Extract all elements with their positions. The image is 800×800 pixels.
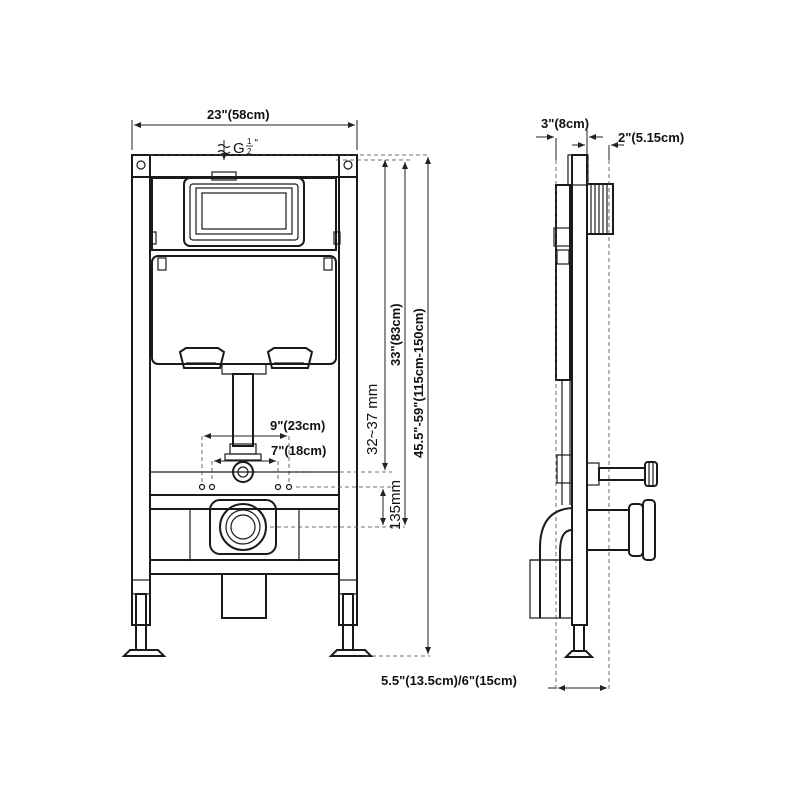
inlet-fraction-den: 2	[247, 147, 252, 156]
mounting-bolts	[198, 483, 293, 491]
inlet-fraction-num: 1	[247, 137, 252, 146]
tank-supports	[178, 347, 314, 375]
inlet-label: G	[233, 140, 245, 157]
spacing-inner-label: 7"(18cm)	[271, 443, 326, 458]
width-dimension	[131, 120, 358, 150]
side-view: 3"(8cm) 2"(5.15cm)	[381, 116, 684, 691]
spacing-outer-label: 9"(23cm)	[270, 418, 325, 433]
inlet-inch-mark: ″	[254, 138, 258, 149]
frame-depth-label: 3"(8cm)	[541, 116, 589, 131]
side-flush-connector	[556, 454, 658, 487]
front-view: G 1 2 ″	[121, 107, 431, 657]
flush-range-label: 32~37 mm	[364, 384, 381, 455]
front-legs	[121, 579, 374, 657]
plate-depth-label: 2"(5.15cm)	[618, 130, 684, 145]
side-drain-elbow	[529, 499, 656, 619]
cistern-tank	[149, 177, 341, 365]
bottom-depth-label: 5.5"(13.5cm)/6"(15cm)	[381, 673, 517, 688]
drain-outlet	[209, 499, 277, 619]
mount-hole-icon	[343, 160, 353, 170]
tank-height-label: 33"(83cm)	[388, 303, 403, 366]
width-total-label: 23"(58cm)	[207, 107, 270, 122]
spacing-outer-dimension	[201, 433, 290, 482]
mount-hole-icon	[136, 160, 146, 170]
flush-pipe	[224, 373, 262, 483]
threaded-plate-icon	[586, 183, 614, 235]
water-inlet-arrow-icon	[217, 140, 231, 160]
total-height-label: 45.5"-59"(115cm-150cm)	[411, 308, 426, 458]
drop-135-label: 135mm	[387, 480, 404, 530]
side-legs	[563, 624, 595, 658]
flush-plate-opening	[183, 171, 305, 247]
